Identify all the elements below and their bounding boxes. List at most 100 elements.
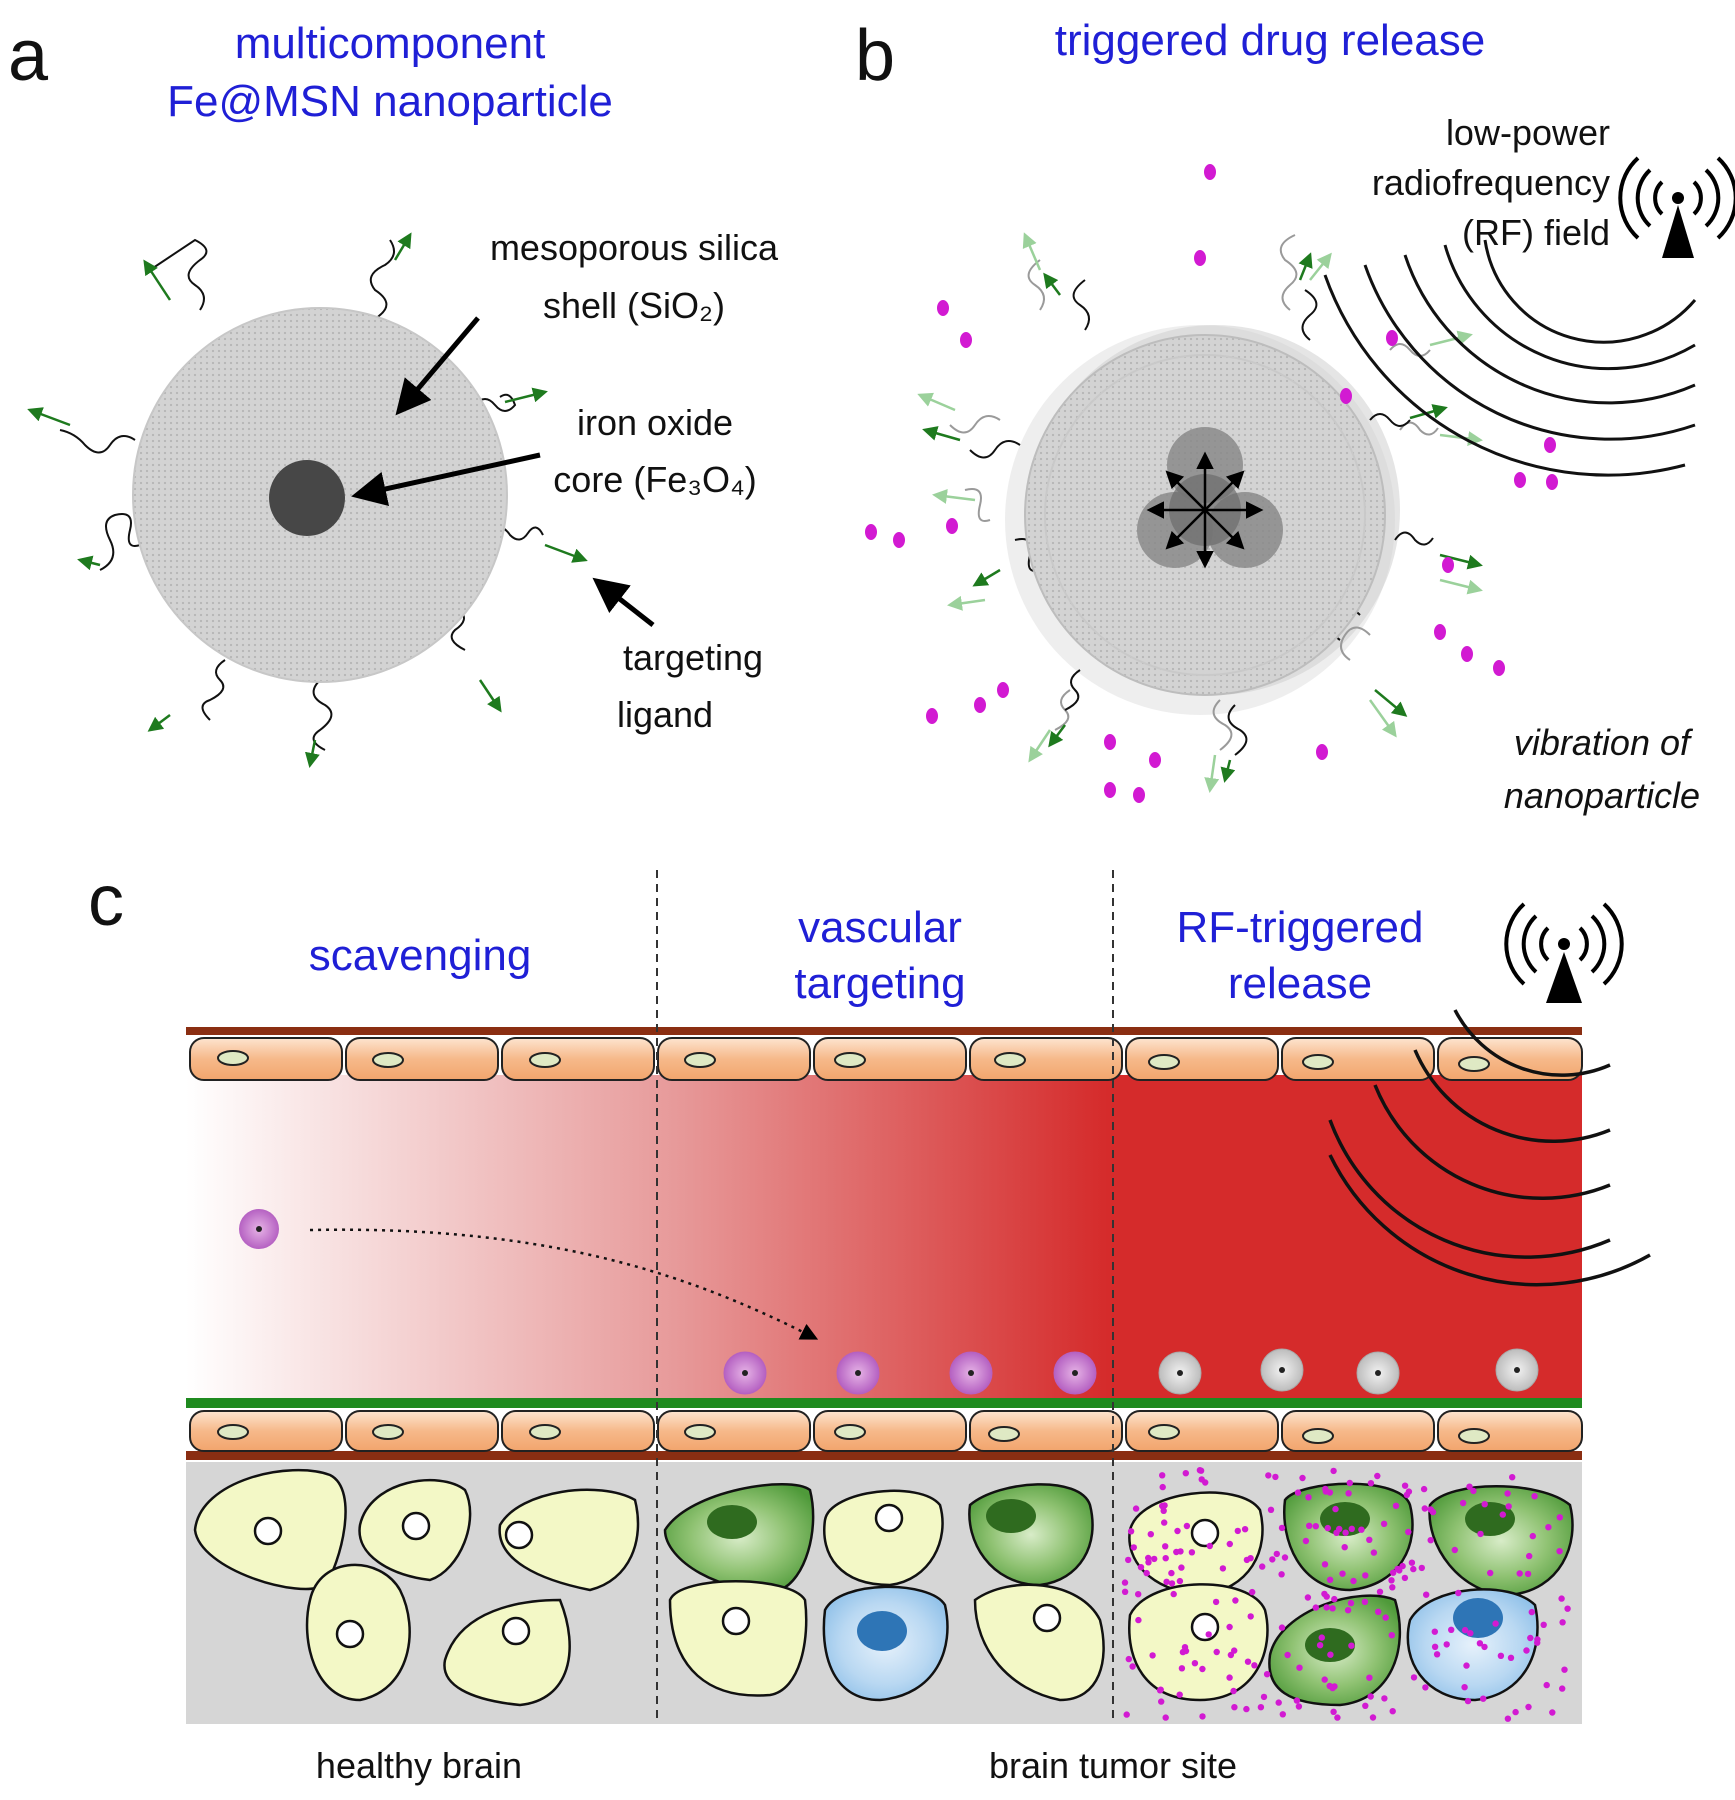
drug-molecule xyxy=(1162,1543,1169,1550)
drug-molecule xyxy=(1278,1571,1285,1578)
drug-molecule xyxy=(1505,1503,1512,1510)
drug-molecule xyxy=(1401,1574,1409,1582)
drug-molecule xyxy=(1408,1559,1416,1566)
drug-molecule xyxy=(1527,1634,1534,1642)
drug-molecule xyxy=(1147,1531,1155,1538)
drug-molecule xyxy=(1331,1683,1338,1690)
drug-molecule xyxy=(1362,1572,1369,1579)
drug-molecule xyxy=(1188,1549,1196,1556)
basement-layer xyxy=(186,1398,1582,1408)
drug-molecule xyxy=(1526,1552,1533,1560)
panel-letter-b: b xyxy=(855,16,895,96)
drug-molecule xyxy=(1323,1604,1330,1611)
drug-molecule xyxy=(1451,1546,1459,1554)
drug-molecule xyxy=(1219,1565,1227,1572)
drug-molecule xyxy=(1492,1620,1499,1627)
drug-molecule xyxy=(1129,1663,1136,1670)
drug-molecule xyxy=(1381,1695,1388,1702)
drug-molecule xyxy=(1244,1658,1252,1665)
drug-molecule xyxy=(1135,1591,1142,1598)
drug-molecule xyxy=(1388,1632,1396,1639)
drug-molecule xyxy=(1348,1525,1356,1533)
drug-molecule xyxy=(1241,1526,1249,1533)
drug-molecule xyxy=(1159,1483,1166,1491)
drug-molecule xyxy=(1232,1597,1239,1604)
drug-molecule xyxy=(1260,1693,1268,1701)
drug-molecule xyxy=(1524,1570,1532,1578)
drug-molecule xyxy=(1350,1577,1357,1585)
drug-molecule xyxy=(1509,1474,1516,1481)
drug-molecule xyxy=(1346,1479,1354,1487)
drug-molecule xyxy=(1410,1565,1417,1573)
drug-molecule xyxy=(1348,1642,1355,1649)
drug-molecule xyxy=(1342,1529,1349,1536)
drug-molecule xyxy=(1361,1598,1369,1606)
core-label-line1: iron oxide xyxy=(577,402,733,443)
drug-molecule xyxy=(1199,1713,1206,1720)
drug-molecule xyxy=(1499,1511,1507,1518)
drug-molecule xyxy=(1322,1488,1330,1495)
drug-molecule xyxy=(1405,1528,1412,1536)
drug-molecule xyxy=(1481,1501,1488,1508)
drug-molecule xyxy=(1390,1569,1397,1576)
rf-field-waves-c xyxy=(1328,1009,1651,1287)
drug-molecule xyxy=(1130,1544,1138,1551)
drug-molecule xyxy=(1504,1715,1512,1722)
drug-molecule xyxy=(1149,1652,1156,1659)
drug-molecule xyxy=(1198,1476,1205,1483)
drug-molecule xyxy=(1329,1605,1336,1612)
drug-molecule xyxy=(1389,1584,1396,1591)
drug-molecule xyxy=(1476,1640,1484,1647)
drug-molecule xyxy=(1367,1693,1374,1700)
drug-molecule xyxy=(1549,1709,1556,1716)
drug-molecule xyxy=(1181,1644,1189,1651)
drug-molecule xyxy=(1429,1508,1437,1516)
shell-label-line2: shell (SiO₂) xyxy=(543,285,725,326)
drug-molecule xyxy=(1375,1608,1382,1616)
drug-molecule xyxy=(1227,1651,1235,1659)
drug-molecule xyxy=(1399,1562,1406,1570)
drug-molecule xyxy=(1394,1565,1401,1573)
panel-letter-a: a xyxy=(8,16,49,96)
drug-molecule xyxy=(1170,1590,1177,1598)
drug-molecule xyxy=(1135,1616,1142,1624)
drug-molecule xyxy=(1293,1697,1301,1704)
drug-molecule xyxy=(1344,1607,1352,1614)
drug-molecule xyxy=(1143,1569,1150,1577)
rf-label-line1: low-power xyxy=(1446,112,1610,153)
drug-molecule xyxy=(1127,1528,1135,1535)
drug-molecule xyxy=(1125,1556,1132,1564)
drug-molecule xyxy=(1263,1671,1271,1678)
panel-a-title-line2: Fe@MSN nanoparticle xyxy=(167,77,613,126)
drug-molecule xyxy=(1321,1561,1329,1568)
drug-molecule xyxy=(1362,1702,1369,1710)
drug-molecule xyxy=(1461,1626,1469,1634)
drug-molecule xyxy=(1427,1537,1434,1544)
drug-molecule xyxy=(1269,1556,1276,1563)
drug-molecule xyxy=(1296,1664,1303,1671)
drug-molecule xyxy=(1213,1648,1220,1656)
drug-molecule xyxy=(1443,1641,1450,1648)
drug-molecule xyxy=(1561,1666,1568,1673)
drug-molecule xyxy=(1455,1589,1462,1597)
shell-arrow xyxy=(395,316,480,416)
blood-vessel-lumen xyxy=(186,1075,1582,1400)
panel-letter-c: c xyxy=(88,861,124,941)
drug-molecule xyxy=(1466,1483,1473,1490)
drug-molecule xyxy=(1464,1697,1472,1705)
drug-molecule xyxy=(1448,1626,1455,1634)
drug-molecule xyxy=(1543,1681,1550,1689)
drug-molecule xyxy=(1162,1555,1169,1562)
drug-molecule xyxy=(1341,1544,1348,1551)
drug-molecule xyxy=(1281,1554,1289,1561)
drug-molecule xyxy=(1316,1642,1324,1649)
drug-molecule xyxy=(1156,1687,1164,1694)
drug-molecule xyxy=(1525,1703,1532,1711)
ligand-arrow xyxy=(592,577,655,627)
silica-shell-inner xyxy=(1044,354,1366,676)
drug-molecule xyxy=(1333,1529,1340,1537)
drug-molecule xyxy=(1370,1549,1378,1556)
drug-molecule xyxy=(1418,1564,1426,1572)
drug-molecule xyxy=(1347,1599,1355,1607)
drug-molecule xyxy=(1334,1714,1341,1721)
